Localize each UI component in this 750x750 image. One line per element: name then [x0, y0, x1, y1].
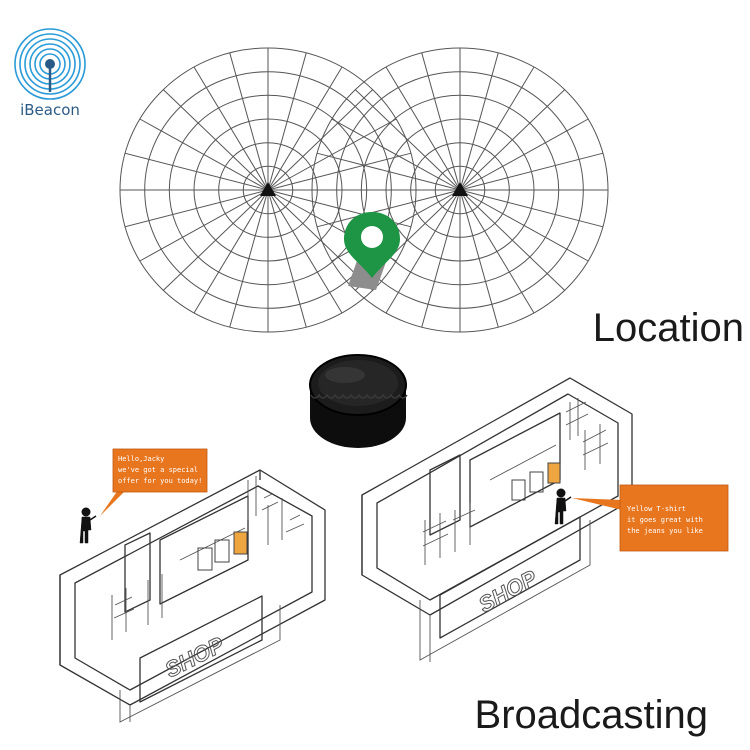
grid-spoke [459, 189, 499, 328]
grid-spoke [267, 189, 307, 328]
shop-sign-right: SHOP [474, 565, 541, 617]
speech-bubble-left: Hello,Jacky we've got a special offer fo… [100, 448, 208, 516]
grid-spoke [459, 189, 589, 262]
grid-spoke [459, 152, 604, 191]
grid-spoke [459, 189, 604, 228]
grid-spoke [385, 189, 461, 314]
grid-spoke [459, 189, 535, 314]
bubble-right-line-2: it goes great with [627, 516, 703, 524]
grid-spoke [459, 89, 566, 191]
grid-spoke [354, 89, 461, 191]
grid-spoke [267, 52, 307, 191]
grid-spoke [421, 52, 461, 191]
bubble-left-line-3: offer for you today! [118, 477, 202, 485]
grid-spoke [229, 189, 269, 328]
grid-spoke [316, 189, 461, 228]
grid-spoke [162, 89, 269, 191]
shop-scene-right: SHOP Yellow T-shirt it goes great with t… [361, 377, 729, 662]
wireless-signal-icon [14, 28, 86, 100]
grid-spoke [459, 189, 566, 291]
triangle-beacon-icon [452, 182, 468, 196]
grid-spoke [124, 152, 269, 191]
speech-bubble-right: Yellow T-shirt it goes great with the je… [572, 484, 729, 552]
grid-spoke [385, 66, 461, 191]
bubble-right-line-3: the jeans you like [627, 527, 703, 535]
logo-label: iBeacon [20, 101, 80, 119]
grid-spoke [193, 66, 269, 191]
bubble-left-line-2: we've got a special [118, 466, 198, 474]
person-icon [554, 488, 572, 525]
grid-spoke [331, 118, 461, 191]
grid-spoke [267, 189, 343, 314]
grid-spoke [139, 189, 269, 262]
triangle-beacon-icon [260, 182, 276, 196]
grid-spoke [193, 189, 269, 314]
shop-scene-left: SHOP Hello,Jacky we've got a special off… [59, 448, 326, 723]
grid-spoke [267, 66, 343, 191]
grid-spoke [267, 89, 374, 191]
broadcasting-label: Broadcasting [475, 693, 708, 737]
grid-spoke [316, 152, 461, 191]
beacon-device-icon [309, 354, 408, 448]
polar-grid-right [311, 47, 609, 333]
grid-spoke [459, 66, 535, 191]
bubble-right-line-1: Yellow T-shirt [627, 505, 686, 513]
ibeacon-logo: iBeacon [14, 28, 86, 119]
grid-spoke [267, 118, 397, 191]
map-pin-icon [344, 212, 400, 290]
grid-spoke [124, 189, 269, 228]
bubble-left-line-1: Hello,Jacky [118, 455, 164, 463]
grid-spoke [229, 52, 269, 191]
grid-spoke [421, 189, 461, 328]
grid-spoke [162, 189, 269, 291]
location-label: Location [593, 306, 744, 350]
grid-spoke [267, 152, 412, 191]
grid-spoke [139, 118, 269, 191]
grid-spoke [459, 118, 589, 191]
grid-spoke [459, 52, 499, 191]
person-icon [79, 507, 97, 544]
